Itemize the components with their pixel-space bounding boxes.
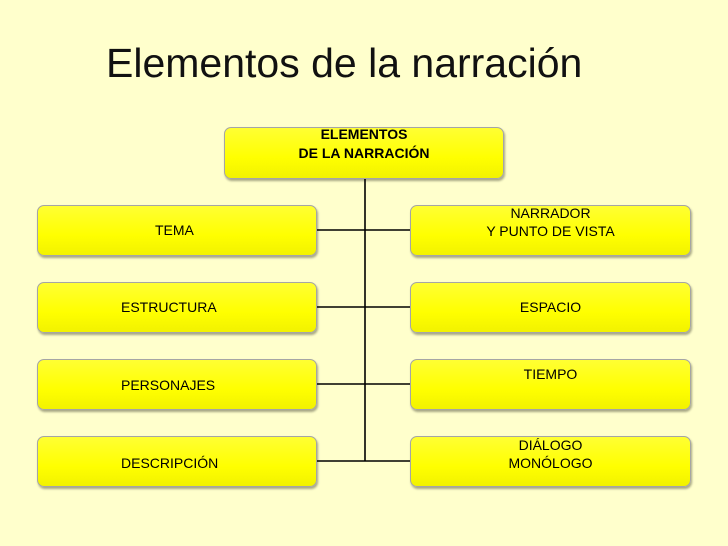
node-label-line1: DIÁLOGO (518, 437, 583, 453)
node-dialogo: DIÁLOGO MONÓLOGO (410, 436, 691, 487)
node-tiempo: TIEMPO (410, 359, 691, 410)
node-tema: TEMA (37, 205, 317, 256)
node-descripcion: DESCRIPCIÓN (37, 436, 317, 487)
node-espacio: ESPACIO (410, 282, 691, 333)
root-label-line1: ELEMENTOS (320, 126, 408, 142)
node-label-line2: Y PUNTO DE VISTA (486, 223, 615, 239)
node-label-line1: NARRADOR (510, 205, 591, 221)
slide-title: Elementos de la narración (106, 40, 583, 86)
root-node: ELEMENTOS DE LA NARRACIÓN (224, 126, 504, 179)
node-estructura: ESTRUCTURA (37, 282, 317, 333)
root-label-line2: DE LA NARRACIÓN (298, 145, 430, 161)
node-narrador: NARRADOR Y PUNTO DE VISTA (410, 205, 691, 256)
node-label: ESTRUCTURA (121, 299, 217, 315)
node-label-line2: MONÓLOGO (508, 455, 593, 471)
node-label: PERSONAJES (121, 377, 216, 393)
node-label: TEMA (155, 222, 194, 238)
node-label: ESPACIO (519, 299, 582, 315)
node-personajes: PERSONAJES (37, 359, 317, 410)
node-label: DESCRIPCIÓN (121, 455, 219, 471)
node-label: TIEMPO (523, 366, 578, 382)
